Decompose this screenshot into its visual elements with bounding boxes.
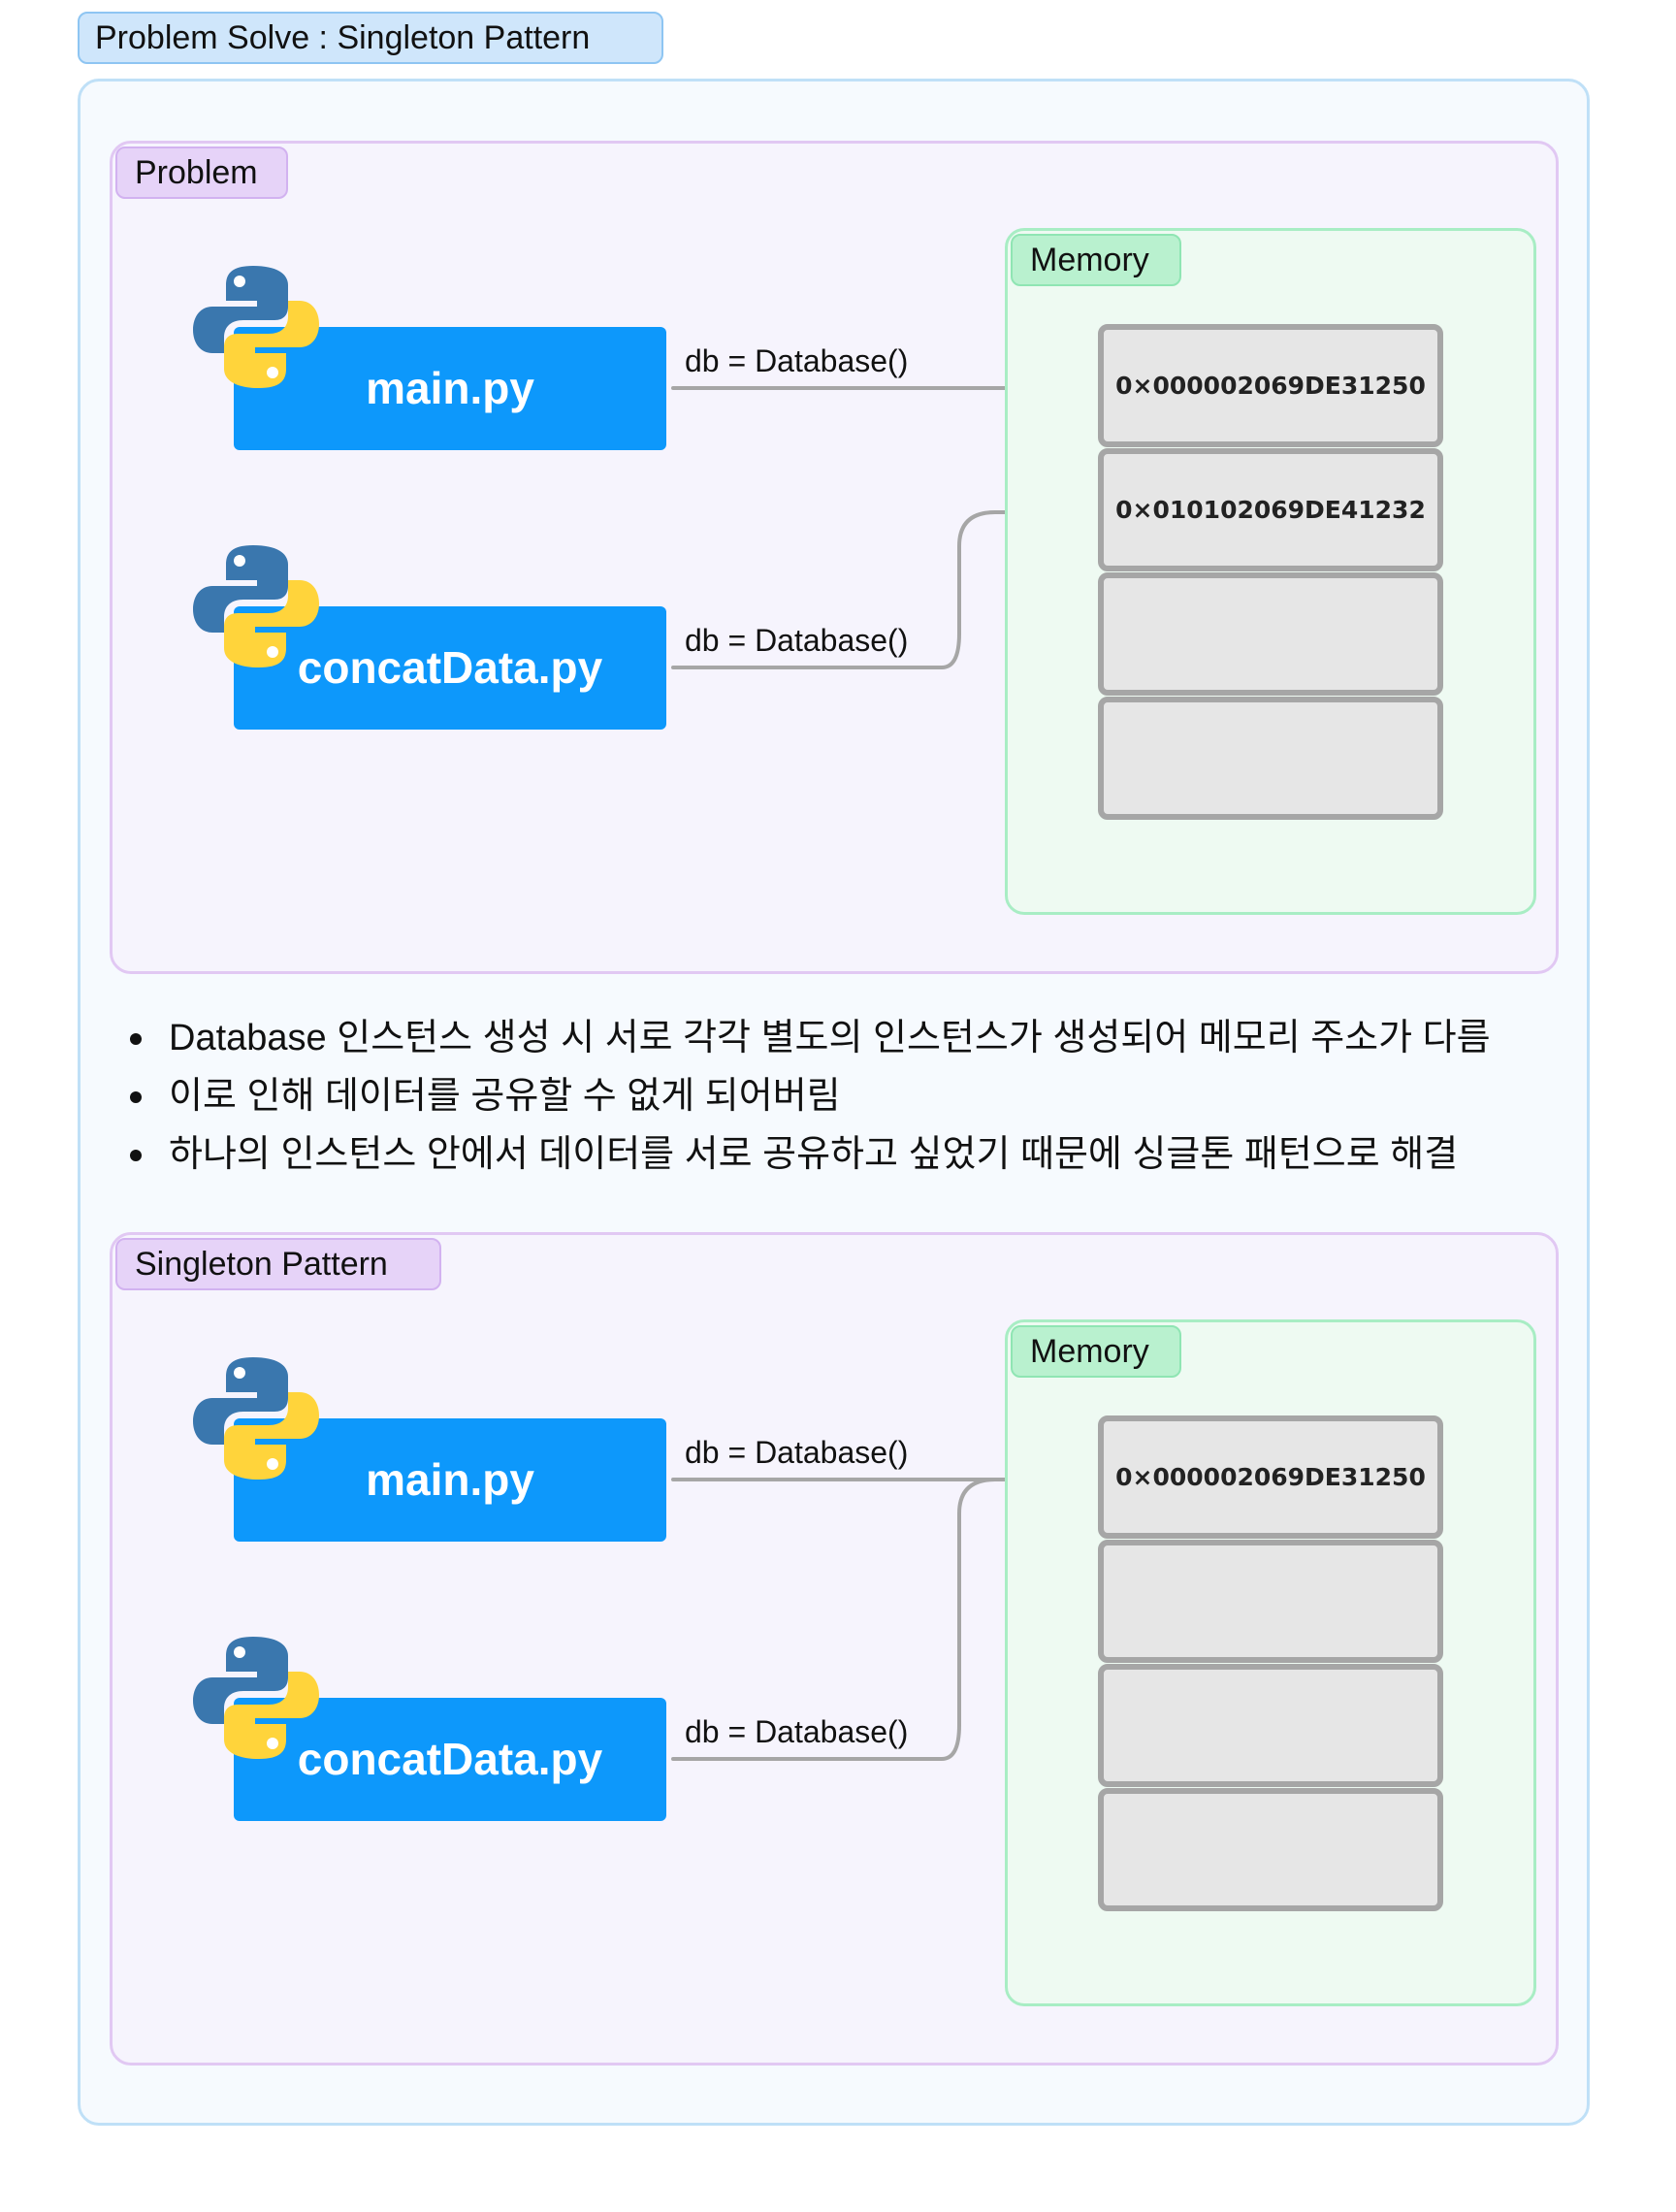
concat-call-label: db = Database() [685,1714,909,1749]
file-name: main.py [366,363,534,413]
problem-memory-box: Memory 0×000002069DE31250 0×010102069DE4… [1005,228,1536,915]
main-call-label: db = Database() [685,1435,909,1470]
memory-label: Memory [1011,234,1181,286]
file-name: concatData.py [297,1734,603,1784]
python-logo-icon [193,545,319,667]
list-item: Database 인스턴스 생성 시 서로 각각 별도의 인스턴스가 생성되어 … [126,1009,1562,1067]
file-name: concatData.py [297,642,603,693]
memory-cell [1098,1664,1443,1787]
memory-cell [1098,1540,1443,1663]
bullet-text: 하나의 인스턴스 안에서 데이터를 서로 공유하고 싶었기 때문에 싱글톤 패턴… [169,1134,1459,1175]
main-call-label: db = Database() [685,343,909,378]
bullet-text: 인스턴스 생성 시 서로 각각 별도의 인스턴스가 생성되어 메모리 주소가 다… [326,1018,1491,1058]
main-py-file: main.py [234,327,666,450]
concatdata-py-file: concatData.py [234,606,666,730]
memory-cell [1098,697,1443,820]
memory-cell: 0×010102069DE41232 [1098,448,1443,571]
concat-call-label: db = Database() [685,623,909,658]
problem-section-label: Problem [115,146,288,199]
python-logo-icon [193,1357,319,1480]
memory-cell [1098,572,1443,696]
explanation-list: Database 인스턴스 생성 시 서로 각각 별도의 인스턴스가 생성되어 … [126,1009,1562,1184]
page-title: Problem Solve : Singleton Pattern [78,12,663,64]
bullet-icon [130,1033,142,1045]
bullet-bold: Database [169,1018,327,1058]
file-name: main.py [366,1454,534,1505]
python-logo-icon [193,266,319,388]
list-item: 하나의 인스턴스 안에서 데이터를 서로 공유하고 싶었기 때문에 싱글톤 패턴… [126,1125,1562,1184]
memory-cell [1098,1788,1443,1911]
concatdata-py-file: concatData.py [234,1698,666,1821]
bullet-icon [130,1091,142,1103]
main-py-file: main.py [234,1418,666,1542]
bullet-text: 이로 인해 데이터를 공유할 수 없게 되어버림 [169,1076,841,1117]
memory-cell: 0×000002069DE31250 [1098,324,1443,447]
problem-section: Problem main.py db = Database() concatDa… [110,141,1559,974]
memory-cell: 0×000002069DE31250 [1098,1415,1443,1539]
memory-label: Memory [1011,1325,1181,1378]
python-logo-icon [193,1637,319,1759]
singleton-section: Singleton Pattern main.py db = Database(… [110,1232,1559,2066]
bullet-icon [130,1150,142,1161]
singleton-memory-box: Memory 0×000002069DE31250 [1005,1319,1536,2006]
list-item: 이로 인해 데이터를 공유할 수 없게 되어버림 [126,1067,1562,1125]
singleton-section-label: Singleton Pattern [115,1238,441,1290]
